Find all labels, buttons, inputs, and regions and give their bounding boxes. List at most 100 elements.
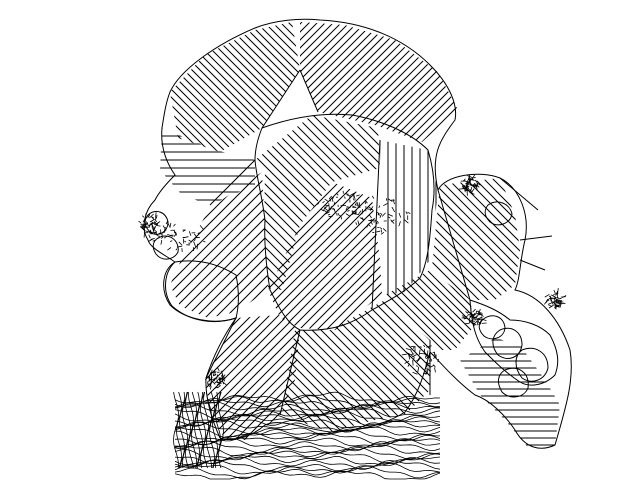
noise-stroke xyxy=(223,382,227,385)
hatch-region-5 xyxy=(0,175,640,335)
hatch-line xyxy=(374,310,509,445)
hatch-line xyxy=(230,15,365,150)
hatch-line xyxy=(177,175,337,335)
noise-stroke xyxy=(150,231,151,234)
noise-stroke xyxy=(367,209,373,210)
noise-stroke xyxy=(211,370,212,375)
contour-line xyxy=(216,392,221,468)
noise-stroke xyxy=(200,225,203,229)
hatch-line xyxy=(158,15,293,150)
hatch-line xyxy=(169,15,314,160)
hatch-line xyxy=(569,110,640,295)
noise-stroke xyxy=(420,353,425,354)
noise-stroke xyxy=(324,206,328,210)
hatch-line xyxy=(421,170,556,305)
noise-stroke xyxy=(147,222,148,224)
noise-stroke xyxy=(558,305,560,306)
noise-stroke xyxy=(321,209,324,211)
hatch-line xyxy=(0,175,139,335)
hatch-line xyxy=(0,15,10,160)
noise-stroke xyxy=(424,345,425,347)
noise-stroke xyxy=(475,180,477,183)
hatch-line xyxy=(0,165,98,325)
hatch-line xyxy=(236,110,421,295)
noise-stroke xyxy=(429,370,431,371)
hatch-line xyxy=(278,165,438,325)
hatch-line xyxy=(331,295,476,440)
noise-stroke xyxy=(170,223,171,228)
noise-stroke xyxy=(408,212,411,213)
noise-stroke xyxy=(381,232,384,234)
noise-stroke xyxy=(474,177,476,178)
hatch-line xyxy=(34,295,179,440)
noise-stroke xyxy=(480,314,484,316)
hatch-line xyxy=(38,15,173,150)
hatch-line xyxy=(449,15,594,160)
hatch-line xyxy=(0,15,66,160)
hatch-line xyxy=(402,175,562,335)
hatch-line xyxy=(0,15,74,160)
hatch-line xyxy=(398,15,533,150)
noise-stroke xyxy=(426,356,429,358)
hatch-line xyxy=(78,165,238,325)
noise-stroke xyxy=(470,179,475,180)
hatch-line xyxy=(50,310,185,445)
hatch-line xyxy=(89,15,234,160)
contour-line xyxy=(198,392,203,468)
hatch-line xyxy=(164,110,349,295)
hatch-region-2 xyxy=(0,15,640,150)
noise-stroke xyxy=(477,186,479,188)
noise-stroke xyxy=(329,196,332,199)
hatch-line xyxy=(0,175,148,335)
noise-stroke xyxy=(218,386,221,388)
noise-stroke xyxy=(207,373,208,375)
noise-stroke xyxy=(425,356,426,358)
hatch-line xyxy=(146,110,331,295)
noise-stroke xyxy=(217,378,221,382)
hatch-line xyxy=(385,15,530,160)
hatch-line xyxy=(551,110,640,295)
hatch-line xyxy=(285,175,445,335)
noise-stroke xyxy=(358,221,359,226)
noise-stroke xyxy=(337,213,338,216)
noise-stroke xyxy=(482,319,486,320)
hatch-line xyxy=(0,110,169,295)
hatch-line xyxy=(357,175,517,335)
hatch-line xyxy=(430,15,565,150)
hatch-line xyxy=(0,165,158,325)
hatch-line xyxy=(502,170,637,305)
hatch-line xyxy=(22,15,157,150)
noise-stroke xyxy=(562,296,566,298)
hatch-line xyxy=(0,295,125,440)
hatch-line xyxy=(0,165,148,325)
hatch-line xyxy=(114,175,274,335)
hatch-line xyxy=(223,295,368,440)
cell-2 xyxy=(516,348,548,381)
hatch-line xyxy=(321,175,481,335)
noise-stroke xyxy=(154,221,157,225)
hatch-line xyxy=(506,110,640,295)
contour-line xyxy=(175,417,440,428)
hatch-line xyxy=(526,265,616,355)
hatch-line xyxy=(0,15,90,160)
hatch-line xyxy=(302,15,437,150)
noise-stroke xyxy=(476,318,479,320)
noise-stroke xyxy=(341,215,342,219)
contour-line xyxy=(175,427,440,438)
noise-stroke xyxy=(550,298,552,303)
hatch-line xyxy=(375,175,535,335)
hatch-line xyxy=(322,170,457,305)
noise-stroke xyxy=(345,197,346,199)
noise-stroke xyxy=(325,212,330,214)
noise-stroke xyxy=(464,186,469,189)
cell-3 xyxy=(498,368,528,397)
hatch-line xyxy=(23,310,158,445)
noise-stroke xyxy=(406,352,410,354)
hatch-line xyxy=(286,265,376,355)
hatch-line xyxy=(198,165,358,325)
region-outlines xyxy=(144,19,571,448)
hatch-line xyxy=(0,110,115,295)
noise-stroke xyxy=(222,376,225,381)
hatch-line xyxy=(113,15,258,160)
hatch-line xyxy=(558,265,640,355)
